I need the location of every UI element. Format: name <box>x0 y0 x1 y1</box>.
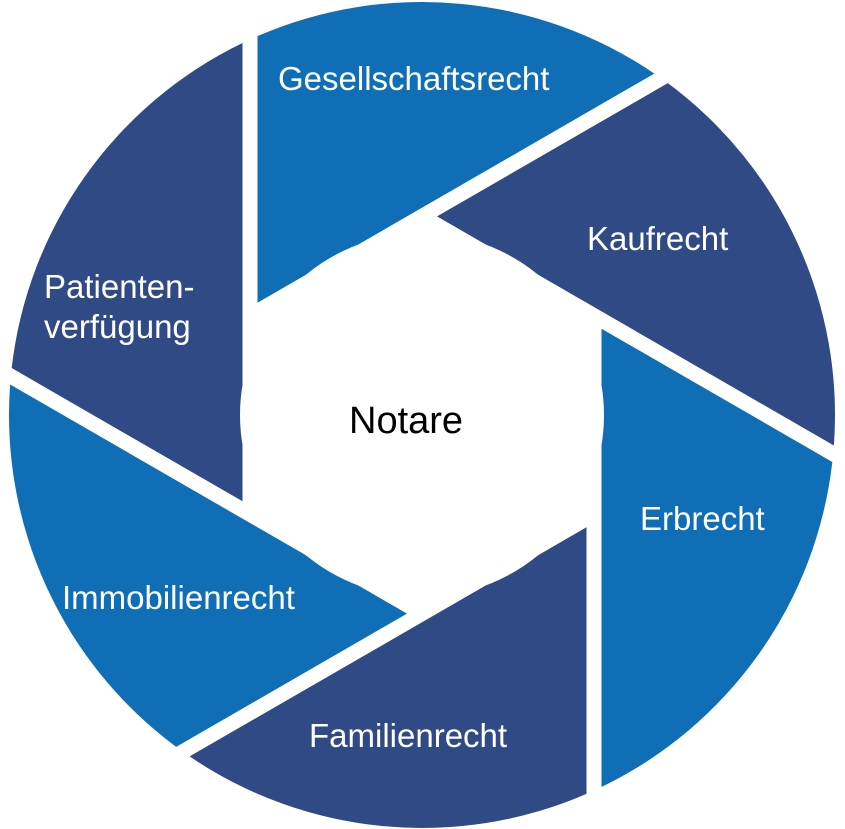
label-kaufrecht: Kaufrecht <box>587 220 729 257</box>
center-label: Notare <box>349 400 464 442</box>
segment-gesellschaftsrecht <box>257 1 655 303</box>
label-line-1: Patienten- <box>44 268 195 305</box>
center-hole <box>240 233 604 597</box>
label-patientenverfuegung: Patienten- verfügung <box>44 268 194 346</box>
label-immobilienrecht: Immobilienrecht <box>62 579 295 616</box>
segment-kaufrecht <box>437 83 835 446</box>
label-familienrecht: Familienrecht <box>309 717 508 754</box>
segment-erbrecht <box>601 328 833 787</box>
label-erbrecht: Erbrecht <box>640 500 765 537</box>
segment-patientenverfuegung <box>11 43 243 502</box>
segment-familienrecht <box>189 527 587 829</box>
segment-immobilienrecht <box>9 384 407 747</box>
label-line-2: verfügung <box>44 308 191 345</box>
label-gesellschaftsrecht: Gesellschaftsrecht <box>278 60 550 97</box>
